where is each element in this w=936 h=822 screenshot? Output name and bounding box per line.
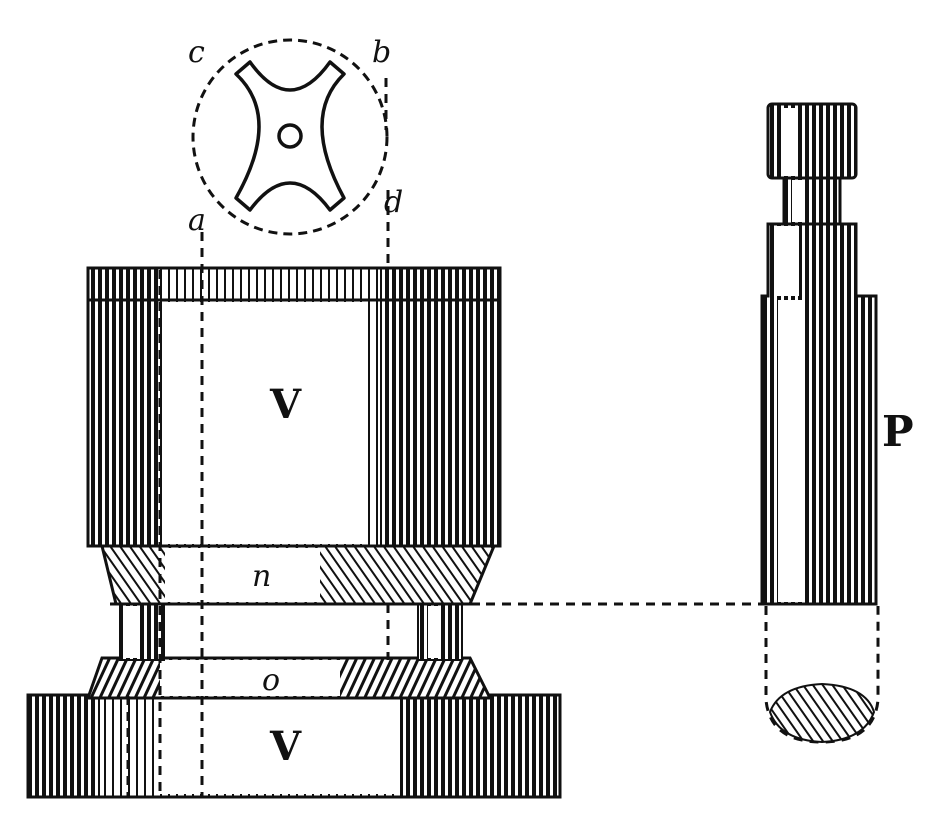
label-a: a bbox=[188, 203, 206, 238]
label-c: c bbox=[188, 35, 205, 70]
label-lower-V: V bbox=[269, 723, 302, 770]
label-o: o bbox=[262, 663, 280, 698]
plunger-cap bbox=[766, 102, 858, 180]
center-hole bbox=[277, 123, 303, 149]
upper-neck-ring: n bbox=[100, 544, 497, 606]
plunger: P bbox=[760, 102, 914, 744]
plan-view: c b a d bbox=[188, 35, 403, 238]
plan-circle-dashed bbox=[191, 38, 389, 236]
plunger-tip-hatch bbox=[768, 682, 876, 744]
label-b: b bbox=[372, 35, 391, 70]
label-upper-V: V bbox=[269, 381, 302, 428]
lower-base-block: V bbox=[26, 693, 562, 799]
lower-neck-ring: o bbox=[85, 656, 493, 700]
stem-posts bbox=[110, 602, 480, 661]
upper-vessel: V bbox=[86, 266, 502, 548]
projection-lines bbox=[126, 78, 762, 797]
label-n: n bbox=[252, 559, 271, 594]
label-P: P bbox=[882, 407, 914, 456]
plunger-dashed-tip bbox=[764, 606, 880, 744]
